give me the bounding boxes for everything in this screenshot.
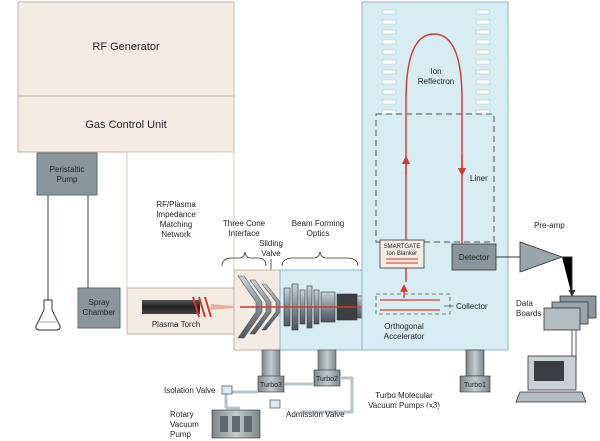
turbo-molecular-label-1: Turbo Molecular (375, 391, 433, 400)
rf-coil-icon (192, 296, 212, 318)
rf-generator-panel (17, 1, 235, 97)
foreline-piping (224, 376, 354, 414)
plasma-torch (142, 300, 200, 314)
isolation-valve-label: Isolation Valve (164, 386, 216, 395)
ion-reflectron-label-2: Reflectron (418, 77, 454, 86)
data-boards-icon (543, 295, 597, 331)
gas-control-label: Gas Control Unit (85, 119, 166, 131)
reflectron-rings (381, 9, 491, 115)
preamp-label: Pre-amp (534, 221, 565, 230)
turbo3-label: Turbo3 (260, 382, 282, 389)
rotary-pump-label-3: Pump (170, 430, 191, 439)
spray-chamber-label-2: Chamber (83, 308, 116, 317)
orthogonal-accelerator-dashed (375, 293, 451, 315)
gas-control-panel (17, 95, 235, 153)
rf-generator-label: RF Generator (92, 41, 160, 53)
beam-forming-label-1: Beam Forming (292, 219, 344, 228)
peristaltic-pump-box (36, 152, 98, 196)
sample-flask-icon (35, 299, 61, 331)
smartgate-label-2: Ion Blanker (387, 251, 417, 257)
orthogonal-label-1: Orthogonal (384, 322, 424, 331)
detector-label: Detector (459, 253, 490, 262)
spray-chamber-label-1: Spray (89, 298, 110, 307)
watermark-text: 知乎 @检测中心黄工 (420, 405, 541, 421)
turbo-molecular-label-2: Vacuum Pumps (x3) (368, 401, 440, 410)
interface-port (261, 349, 281, 379)
beam-forming-label-2: Optics (307, 229, 330, 238)
computer-icon (515, 355, 587, 403)
boards-to-pc-cable (571, 330, 577, 360)
rotary-vacuum-pump-icon (211, 409, 261, 439)
peristaltic-pump-label-2: Pump (57, 175, 78, 184)
rotary-pump-label-1: Rotary (170, 410, 194, 419)
isolation-valve-icon (221, 385, 233, 395)
orthogonal-label-2: Accelerator (384, 332, 425, 341)
data-boards-label-1: Data (516, 299, 533, 308)
three-cone-label-1: Three Cone (223, 219, 266, 228)
preamp-to-boards (562, 256, 576, 297)
rf-matching-network-outline (126, 151, 235, 289)
data-boards-label-2: Boards (516, 309, 541, 318)
collector-label: Collector (456, 302, 488, 311)
rf-plasma-label-3: Matching (160, 220, 192, 229)
rotary-pump-label-2: Vacuum (170, 420, 199, 429)
accelerator-plates (380, 299, 440, 311)
spray-chamber-box (77, 287, 121, 329)
sliding-valve-label-2: Valve (261, 249, 281, 258)
admission-valve-icon (269, 399, 281, 409)
three-cone-label-2: Interface (228, 229, 260, 238)
three-cone-brace (221, 251, 267, 267)
plasma-torch-label: Plasma Torch (152, 320, 200, 329)
turbo2-label: Turbo2 (316, 376, 338, 383)
turbo1-pump-icon (459, 349, 491, 393)
rf-plasma-label-1: RF/Plasma (156, 200, 196, 209)
detector-box (451, 243, 497, 271)
ion-flight-path (405, 33, 463, 282)
turbo1-label: Turbo1 (464, 382, 486, 389)
peristaltic-pump-label-1: Peristaltic (50, 165, 85, 174)
liner-dashed-outline (375, 113, 495, 243)
admission-valve-label: Admission Valve (286, 410, 345, 419)
rf-plasma-label-2: Impedance (156, 210, 196, 219)
beam-forming-brace (281, 251, 359, 267)
optics-port (317, 349, 337, 373)
smartgate-label-1: SMARTGATE (384, 244, 421, 250)
rf-plasma-label-4: Network (161, 230, 191, 239)
ion-reflectron-label-1: Ion (430, 67, 441, 76)
plasma-plume (211, 304, 244, 310)
preamp-triangle (519, 241, 564, 273)
liner-label: Liner (470, 174, 488, 183)
sliding-valve-label-1: Sliding (259, 239, 283, 248)
smartgate-plates (386, 258, 418, 264)
